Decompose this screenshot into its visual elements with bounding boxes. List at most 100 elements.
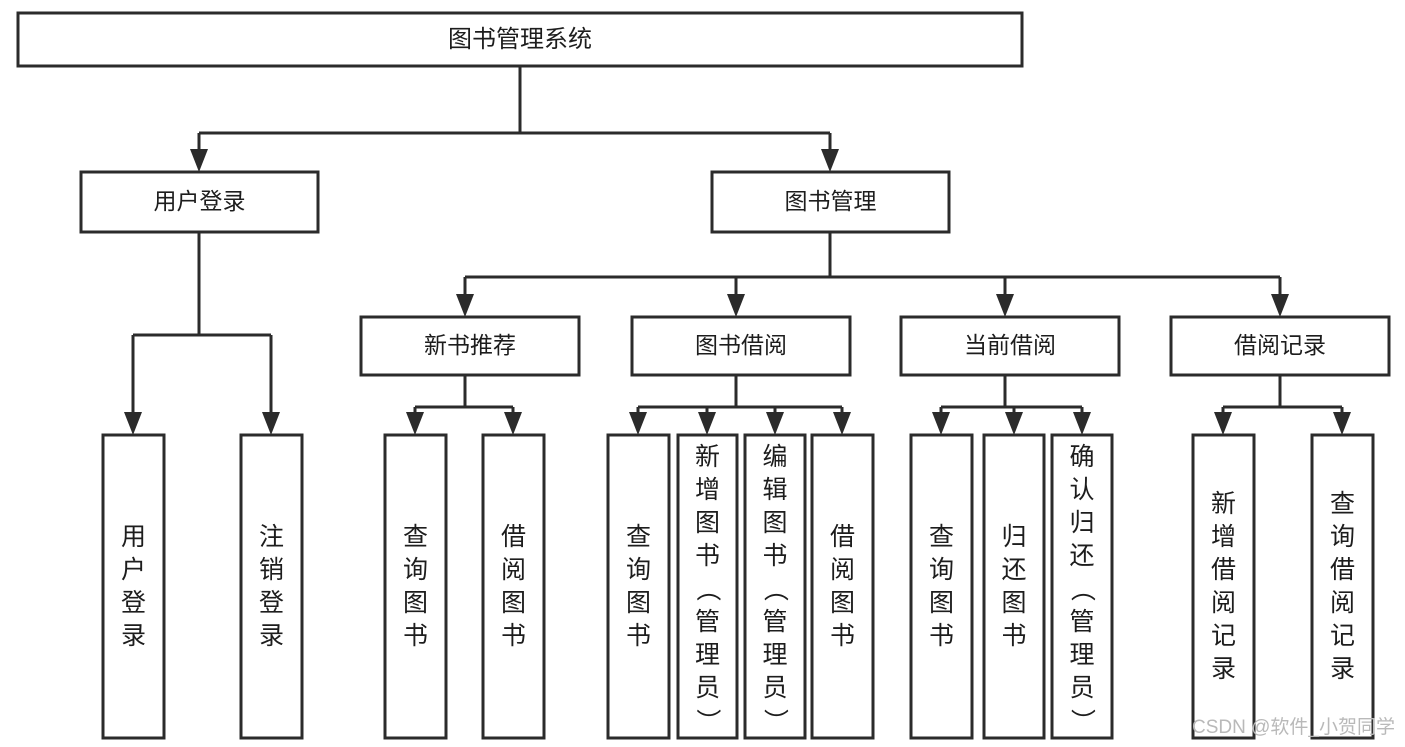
node-level2-1[interactable]: 图书管理 xyxy=(710,170,951,234)
node-label-char: 记 xyxy=(1330,622,1355,650)
node-rect[interactable] xyxy=(481,433,546,740)
node-label-char: 图 xyxy=(1001,589,1026,617)
node-label-char: （ xyxy=(761,576,789,601)
node-label-char: 员 xyxy=(695,674,720,702)
node-rect[interactable] xyxy=(1050,433,1114,740)
node-label-char: （ xyxy=(694,576,722,601)
node-label-char: 录 xyxy=(259,622,284,650)
node-rect[interactable] xyxy=(982,433,1046,740)
node-rect[interactable] xyxy=(1310,433,1375,740)
node-label-char: 查 xyxy=(626,523,651,551)
node-label-char: 员 xyxy=(762,674,787,702)
node-rect[interactable] xyxy=(810,433,875,740)
node-label-char: 辑 xyxy=(762,476,787,504)
node-label-char: 注 xyxy=(259,523,284,551)
node-root-book-management-system[interactable]: 图书管理系统 xyxy=(16,11,1024,68)
node-label-char: 录 xyxy=(121,622,146,650)
node-level3-3[interactable]: 借阅记录 xyxy=(1169,315,1391,377)
node-label-char: 阅 xyxy=(501,556,526,584)
node-label: 图书借阅 xyxy=(695,332,787,358)
node-label-char: 阅 xyxy=(1330,589,1355,617)
node-rect[interactable] xyxy=(899,315,1121,377)
node-label: 图书管理系统 xyxy=(448,26,592,53)
node-label-char: 书 xyxy=(762,542,787,570)
node-label-char: 用 xyxy=(121,523,146,551)
node-rect[interactable] xyxy=(1191,433,1256,740)
connector-arrowhead-icon xyxy=(821,149,839,172)
node-rect[interactable] xyxy=(606,433,671,740)
node-leaf-0[interactable]: 用户登录 xyxy=(101,433,166,740)
node-label: 当前借阅 xyxy=(964,332,1056,358)
node-rect[interactable] xyxy=(710,170,951,234)
connector-arrowhead-icon xyxy=(1005,412,1023,435)
node-label-char: 图 xyxy=(929,589,954,617)
node-label-char: 归 xyxy=(1001,523,1026,551)
connector-arrowhead-icon xyxy=(727,294,745,317)
node-label-char: 登 xyxy=(121,589,146,617)
connector-arrowhead-icon xyxy=(766,412,784,435)
node-rect[interactable] xyxy=(909,433,974,740)
node-label-char: 图 xyxy=(762,509,787,537)
connector-arrowhead-icon xyxy=(833,412,851,435)
node-label-char: 理 xyxy=(1069,641,1094,669)
connector-arrowhead-icon xyxy=(1073,412,1091,435)
node-rect[interactable] xyxy=(359,315,581,377)
connector-arrowhead-icon xyxy=(190,149,208,172)
node-rect[interactable] xyxy=(743,433,807,740)
node-rect[interactable] xyxy=(101,433,166,740)
node-label-char: 录 xyxy=(1211,655,1236,683)
node-label-char: 询 xyxy=(929,556,954,584)
node-label-char: 增 xyxy=(1211,523,1236,551)
node-label-char: ） xyxy=(1068,708,1096,733)
node-label-char: 新 xyxy=(1211,490,1236,518)
node-label-char: 查 xyxy=(929,523,954,551)
connector-arrowhead-icon xyxy=(456,294,474,317)
node-rect[interactable] xyxy=(1169,315,1391,377)
node-label-char: 新 xyxy=(695,443,720,471)
node-layer: 图书管理系统用户登录图书管理新书推荐图书借阅当前借阅借阅记录用户登录注销登录查询… xyxy=(16,11,1391,740)
node-rect[interactable] xyxy=(16,11,1024,68)
node-rect[interactable] xyxy=(676,433,739,740)
node-level3-2[interactable]: 当前借阅 xyxy=(899,315,1121,377)
node-label-char: 还 xyxy=(1069,542,1094,570)
node-label-vertical: 用户登录 xyxy=(121,523,146,650)
node-label-char: 户 xyxy=(121,556,146,584)
node-rect[interactable] xyxy=(79,170,320,234)
node-label: 新书推荐 xyxy=(424,332,516,358)
node-label-char: 查 xyxy=(403,523,428,551)
node-level3-0[interactable]: 新书推荐 xyxy=(359,315,581,377)
node-label-char: 登 xyxy=(259,589,284,617)
node-label-char: 理 xyxy=(695,641,720,669)
node-label-char: 增 xyxy=(695,476,720,504)
node-rect[interactable] xyxy=(630,315,852,377)
node-label-char: 管 xyxy=(1069,608,1094,636)
node-rect[interactable] xyxy=(239,433,304,740)
node-level2-0[interactable]: 用户登录 xyxy=(79,170,320,234)
connector-arrowhead-icon xyxy=(1214,412,1232,435)
node-label-char: 书 xyxy=(695,542,720,570)
node-level3-1[interactable]: 图书借阅 xyxy=(630,315,852,377)
node-label-char: 书 xyxy=(929,622,954,650)
node-label-char: 理 xyxy=(762,641,787,669)
node-label: 用户登录 xyxy=(154,188,246,214)
node-rect[interactable] xyxy=(383,433,448,740)
